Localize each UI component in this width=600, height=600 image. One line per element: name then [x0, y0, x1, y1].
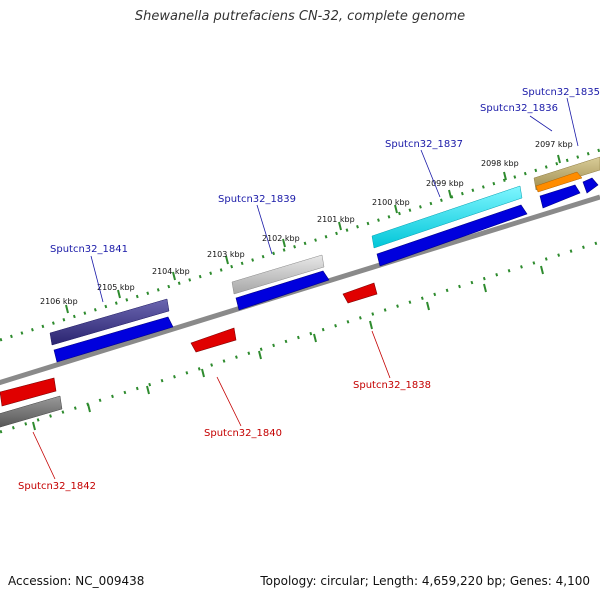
ruler-label: 2098 kbp [481, 159, 519, 168]
minus-strand-genes [0, 282, 378, 407]
topology-text: Topology: circular; Length: 4,659,220 bp… [260, 574, 590, 588]
gene-label[interactable]: Sputcn32_1842 [18, 481, 96, 492]
gene-arrow-sputcn32-1840[interactable] [190, 327, 237, 353]
gene-arrow-sputcn32-1841[interactable] [53, 316, 174, 363]
gene-label[interactable]: Sputcn32_1836 [480, 103, 558, 114]
gene-arrow-sputcn32-1836[interactable] [539, 184, 581, 209]
gene-label[interactable]: Sputcn32_1841 [50, 244, 128, 255]
gene-label[interactable]: Sputcn32_1838 [353, 380, 431, 391]
ruler-labels: 2106 kbp 2105 kbp 2104 kbp 2103 kbp 2102… [40, 140, 573, 306]
cyan-feature-bar[interactable] [371, 185, 523, 249]
plus-strand-genes [53, 171, 599, 363]
ruler-label: 2104 kbp [152, 267, 190, 276]
ruler-label: 2103 kbp [207, 250, 245, 259]
gene-label[interactable]: Sputcn32_1835 [522, 87, 600, 98]
gene-label[interactable]: Sputcn32_1837 [385, 139, 463, 150]
gene-label[interactable]: Sputcn32_1840 [204, 428, 282, 439]
ruler-label: 2105 kbp [97, 283, 135, 292]
ruler-label: 2106 kbp [40, 297, 78, 306]
ruler-label: 2101 kbp [317, 215, 355, 224]
ruler-label: 2099 kbp [426, 179, 464, 188]
minus-leader-lines [32, 330, 391, 480]
ruler-label: 2097 kbp [535, 140, 573, 149]
gene-arrow-sputcn32-1842[interactable] [0, 377, 57, 407]
inner-major-ticks [32, 265, 544, 431]
gray-feature-bar[interactable] [0, 395, 63, 428]
orange-gene-arrow[interactable] [535, 171, 583, 193]
gene-arrow-sputcn32-1837[interactable] [376, 204, 528, 267]
navy-feature-bar[interactable] [49, 298, 170, 346]
gene-arrow-sputcn32-1835[interactable] [582, 177, 599, 194]
ruler-label: 2102 kbp [262, 234, 300, 243]
ruler-label: 2100 kbp [372, 198, 410, 207]
gene-arrow-sputcn32-1838[interactable] [342, 282, 378, 304]
gene-label[interactable]: Sputcn32_1839 [218, 194, 296, 205]
gene-arrow-sputcn32-1839[interactable] [235, 270, 330, 311]
accession-text: Accession: NC_009438 [8, 574, 145, 588]
plus-leader-lines [90, 97, 579, 303]
outer-major-ticks [65, 154, 561, 314]
feature-bars [0, 156, 600, 428]
silver-feature-bar[interactable] [231, 254, 325, 295]
genome-backbone [0, 194, 600, 386]
inner-tick-ruler [0, 240, 600, 434]
gene-labels: Sputcn32_1841 Sputcn32_1839 Sputcn32_183… [18, 87, 600, 492]
map-title: Shewanella putrefaciens CN-32, complete … [134, 9, 466, 24]
